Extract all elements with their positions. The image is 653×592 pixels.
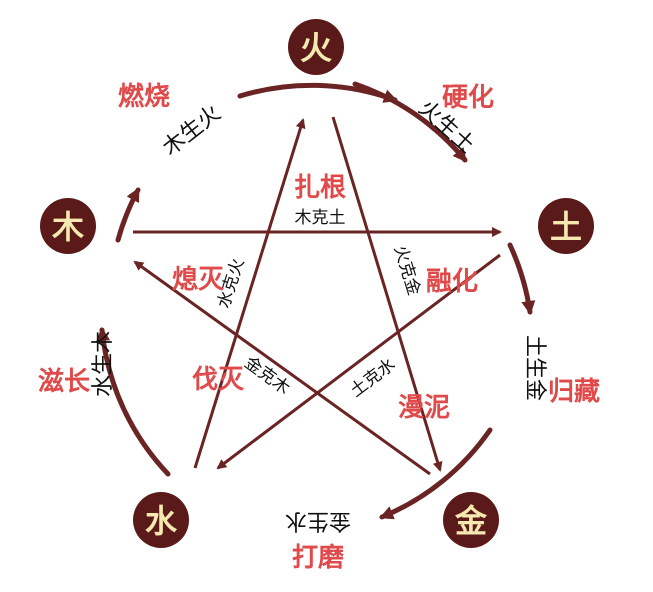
ctrl-fire-metal: 火克金 (390, 243, 424, 298)
node-fire: 火 (288, 19, 344, 75)
effect-hardening: 硬化 (442, 83, 494, 113)
line-fire-metal (331, 116, 443, 472)
effect-felling: 伐灭 (192, 365, 245, 395)
earth-label: 土 (550, 208, 582, 246)
ctrl-metal-wood: 金克木 (240, 353, 293, 399)
generating-cycle (96, 81, 536, 520)
water-label: 水 (145, 502, 178, 540)
effect-melting: 融化 (426, 267, 478, 297)
gen-earth-metal: 土生金 (522, 335, 547, 401)
arc-fire-earth (352, 81, 468, 163)
metal-label: 金 (454, 502, 488, 540)
effect-burning: 燃烧 (118, 82, 170, 112)
fire-label: 火 (300, 29, 332, 67)
effect-silting: 漫泥 (398, 393, 450, 423)
node-metal: 金 (443, 492, 499, 548)
ctrl-wood-earth: 木克土 (295, 208, 346, 228)
arc-metal-water (379, 427, 493, 520)
ctrl-earth-water: 土克水 (347, 355, 400, 402)
line-metal-wood (133, 260, 431, 476)
node-earth: 土 (538, 198, 594, 254)
arc-earth-metal (507, 242, 536, 315)
wood-label: 木 (51, 208, 84, 246)
effect-rooting: 扎根 (294, 173, 346, 203)
arc-wood-fire (115, 187, 141, 243)
controlling-star (133, 116, 502, 476)
effect-storing: 归藏 (548, 377, 600, 407)
effect-nourishing: 滋长 (38, 366, 91, 397)
arc-top-right (237, 82, 398, 103)
effect-extinguish: 熄灭 (172, 264, 225, 295)
arc-water-wood (96, 327, 171, 477)
node-water: 水 (133, 492, 189, 548)
node-wood: 木 (40, 198, 96, 254)
gen-metal-water: 金生水 (285, 508, 351, 533)
line-earth-water (216, 253, 501, 470)
line-water-fire (193, 118, 306, 469)
gen-water-wood: 水生木 (91, 331, 116, 397)
effect-polishing: 打磨 (292, 543, 344, 573)
